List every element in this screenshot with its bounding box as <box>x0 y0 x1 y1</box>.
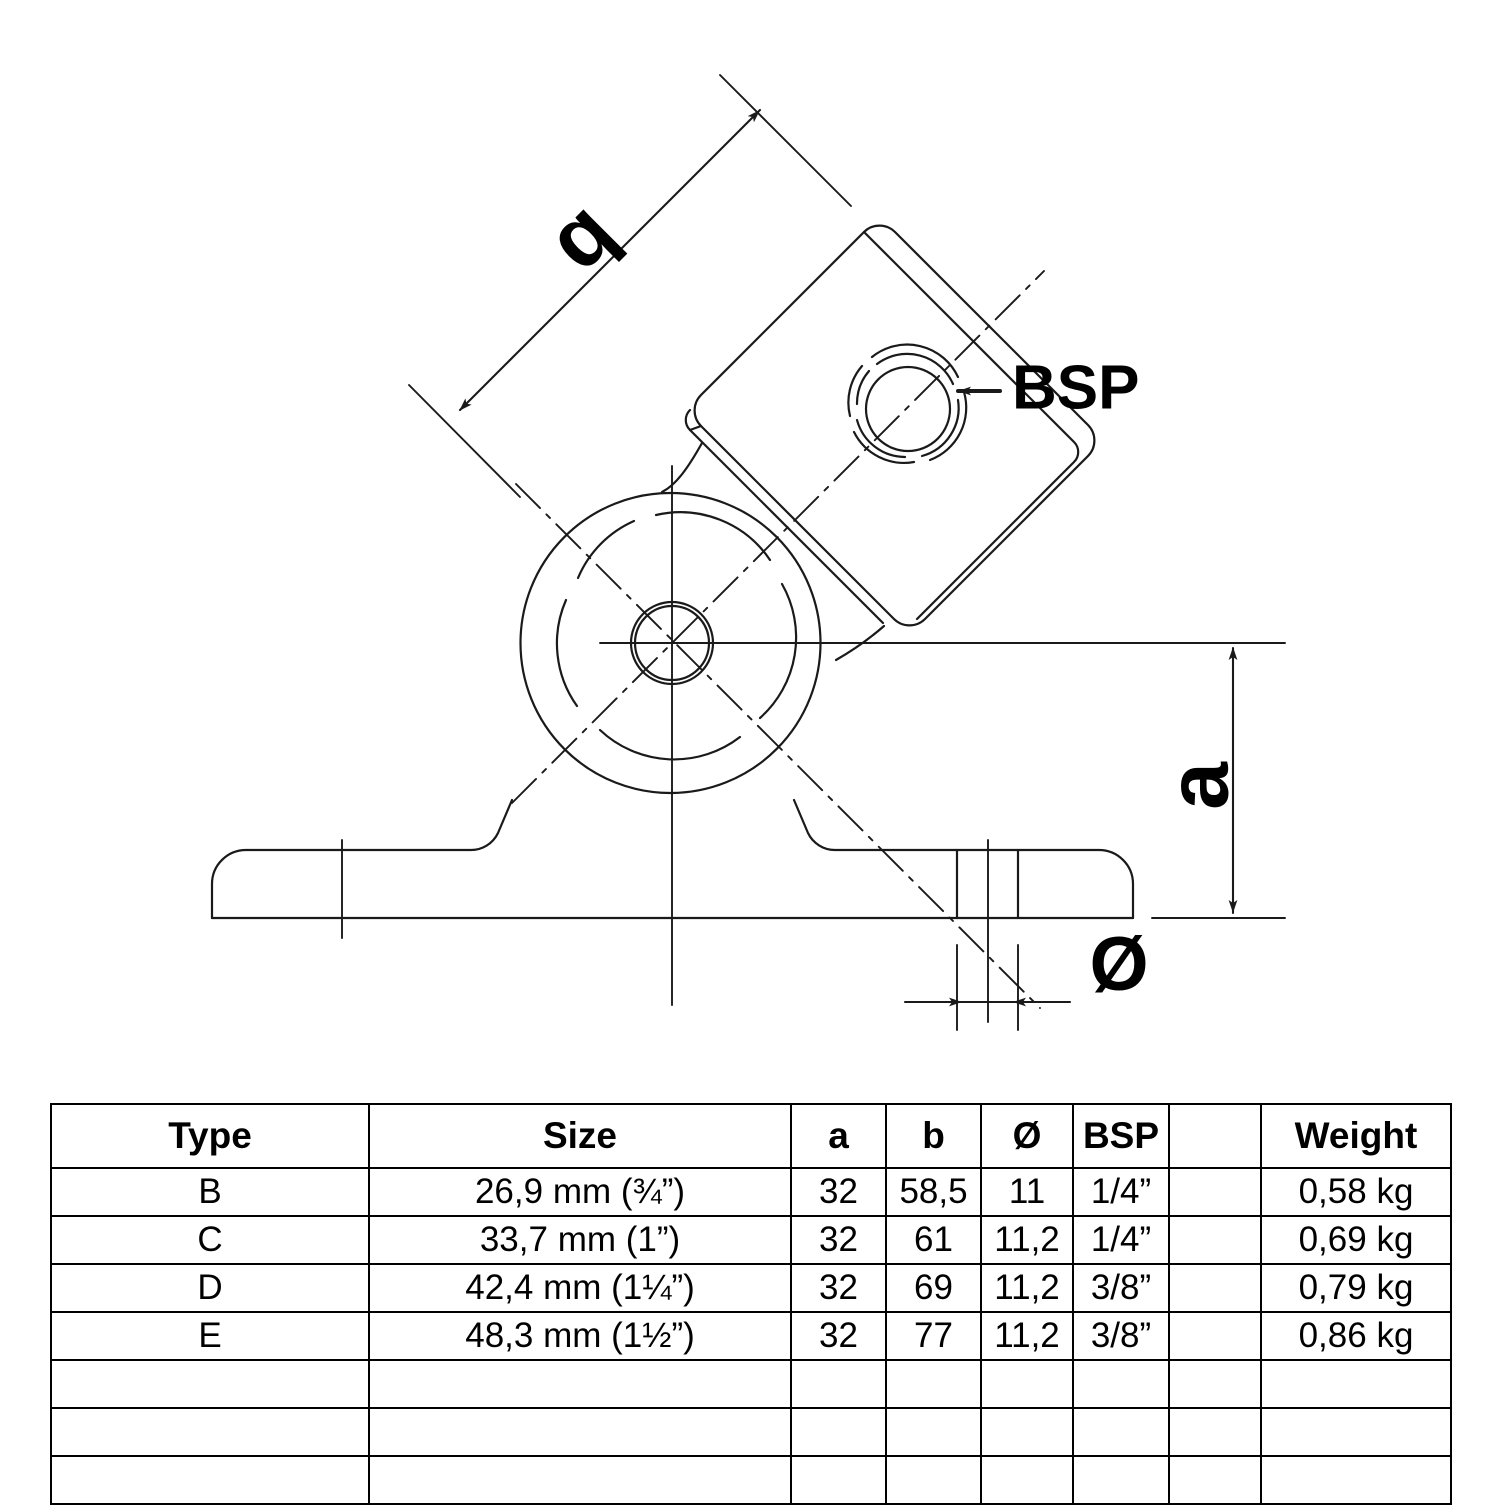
cell-empty <box>50 1455 370 1505</box>
cell-type: B <box>50 1167 370 1217</box>
column-header-a: a <box>790 1103 887 1169</box>
column-header-bsp: BSP <box>1072 1103 1170 1169</box>
dimension-a <box>1002 642 1286 919</box>
column-header-diameter: Ø <box>980 1103 1074 1169</box>
cell-diameter: 11 <box>980 1167 1074 1217</box>
cell-b: 77 <box>885 1311 982 1361</box>
bsp-threaded-boss <box>847 343 968 464</box>
cell-empty <box>368 1359 792 1409</box>
cell-empty <box>1168 1359 1262 1409</box>
dimension-b <box>408 74 852 498</box>
cell-empty <box>368 1455 792 1505</box>
cell-blank <box>1168 1167 1262 1217</box>
cell-b: 61 <box>885 1215 982 1265</box>
cell-empty <box>1072 1407 1170 1457</box>
spec-table-container: Type Size a b Ø BSP Weight B 26,9 mm (¾”… <box>50 1103 1452 1505</box>
column-header-type: Type <box>50 1103 370 1169</box>
table-header-row: Type Size a b Ø BSP Weight <box>50 1103 1452 1169</box>
cell-type: E <box>50 1311 370 1361</box>
cell-diameter: 11,2 <box>980 1215 1074 1265</box>
cell-weight: 0,69 kg <box>1260 1215 1452 1265</box>
hub-outer-circle <box>519 491 822 795</box>
cell-blank <box>1168 1215 1262 1265</box>
table-row: B 26,9 mm (¾”) 32 58,5 11 1/4” 0,58 kg <box>50 1167 1452 1217</box>
table-row-empty <box>50 1359 1452 1409</box>
hub-axis-lines <box>599 465 1271 1006</box>
column-header-blank <box>1168 1103 1262 1169</box>
cell-a: 32 <box>790 1311 887 1361</box>
cell-weight: 0,86 kg <box>1260 1311 1452 1361</box>
cell-empty <box>980 1455 1074 1505</box>
cell-size: 48,3 mm (1½”) <box>368 1311 792 1361</box>
table-row: D 42,4 mm (1¼”) 32 69 11,2 3/8” 0,79 kg <box>50 1263 1452 1313</box>
cell-empty <box>50 1407 370 1457</box>
cell-empty <box>885 1455 982 1505</box>
cell-bsp: 1/4” <box>1072 1167 1170 1217</box>
cell-empty <box>368 1407 792 1457</box>
cell-a: 32 <box>790 1263 887 1313</box>
cell-empty <box>790 1359 887 1409</box>
base-plate-bolt-hole-edges <box>955 848 1020 920</box>
table-row-empty <box>50 1455 1452 1505</box>
table-row-empty <box>50 1407 1452 1457</box>
dimension-diameter <box>903 944 1072 1031</box>
angled-socket-body <box>684 224 1096 627</box>
cell-bsp: 1/4” <box>1072 1215 1170 1265</box>
cell-b: 58,5 <box>885 1167 982 1217</box>
bsp-label: BSP <box>1012 353 1139 422</box>
column-header-b: b <box>885 1103 982 1169</box>
cell-b: 69 <box>885 1263 982 1313</box>
cell-empty <box>980 1407 1074 1457</box>
specification-table: Type Size a b Ø BSP Weight B 26,9 mm (¾”… <box>50 1103 1452 1505</box>
cell-empty <box>790 1455 887 1505</box>
socket-hub-blend <box>660 441 886 662</box>
cell-type: D <box>50 1263 370 1313</box>
cell-empty <box>980 1359 1074 1409</box>
cell-empty <box>885 1359 982 1409</box>
dimension-label-a: a <box>1151 761 1247 810</box>
cell-weight: 0,58 kg <box>1260 1167 1452 1217</box>
cell-empty <box>1260 1407 1452 1457</box>
cell-empty <box>50 1359 370 1409</box>
fitting-drawing-svg: b a Ø BSP <box>210 74 1286 1031</box>
cell-weight: 0,79 kg <box>1260 1263 1452 1313</box>
table-row: C 33,7 mm (1”) 32 61 11,2 1/4” 0,69 kg <box>50 1215 1452 1265</box>
centerlines <box>511 270 1045 1009</box>
cell-empty <box>1260 1455 1452 1505</box>
cell-empty <box>1072 1455 1170 1505</box>
cell-blank <box>1168 1263 1262 1313</box>
cell-size: 42,4 mm (1¼”) <box>368 1263 792 1313</box>
dimension-label-diameter: Ø <box>1089 922 1148 1007</box>
cell-empty <box>1168 1407 1262 1457</box>
table-row: E 48,3 mm (1½”) 32 77 11,2 3/8” 0,86 kg <box>50 1311 1452 1361</box>
cell-type: C <box>50 1215 370 1265</box>
cell-empty <box>885 1407 982 1457</box>
cell-size: 33,7 mm (1”) <box>368 1215 792 1265</box>
cell-diameter: 11,2 <box>980 1263 1074 1313</box>
cell-bsp: 3/8” <box>1072 1263 1170 1313</box>
cell-diameter: 11,2 <box>980 1311 1074 1361</box>
cell-empty <box>790 1407 887 1457</box>
column-header-size: Size <box>368 1103 792 1169</box>
cell-empty <box>1168 1455 1262 1505</box>
cell-a: 32 <box>790 1167 887 1217</box>
cell-blank <box>1168 1311 1262 1361</box>
dimension-label-b: b <box>537 192 642 297</box>
cell-a: 32 <box>790 1215 887 1265</box>
cell-bsp: 3/8” <box>1072 1311 1170 1361</box>
cell-size: 26,9 mm (¾”) <box>368 1167 792 1217</box>
column-header-weight: Weight <box>1260 1103 1452 1169</box>
cell-empty <box>1260 1359 1452 1409</box>
drawing-area: b a Ø BSP <box>210 74 1286 1031</box>
cell-empty <box>1072 1359 1170 1409</box>
